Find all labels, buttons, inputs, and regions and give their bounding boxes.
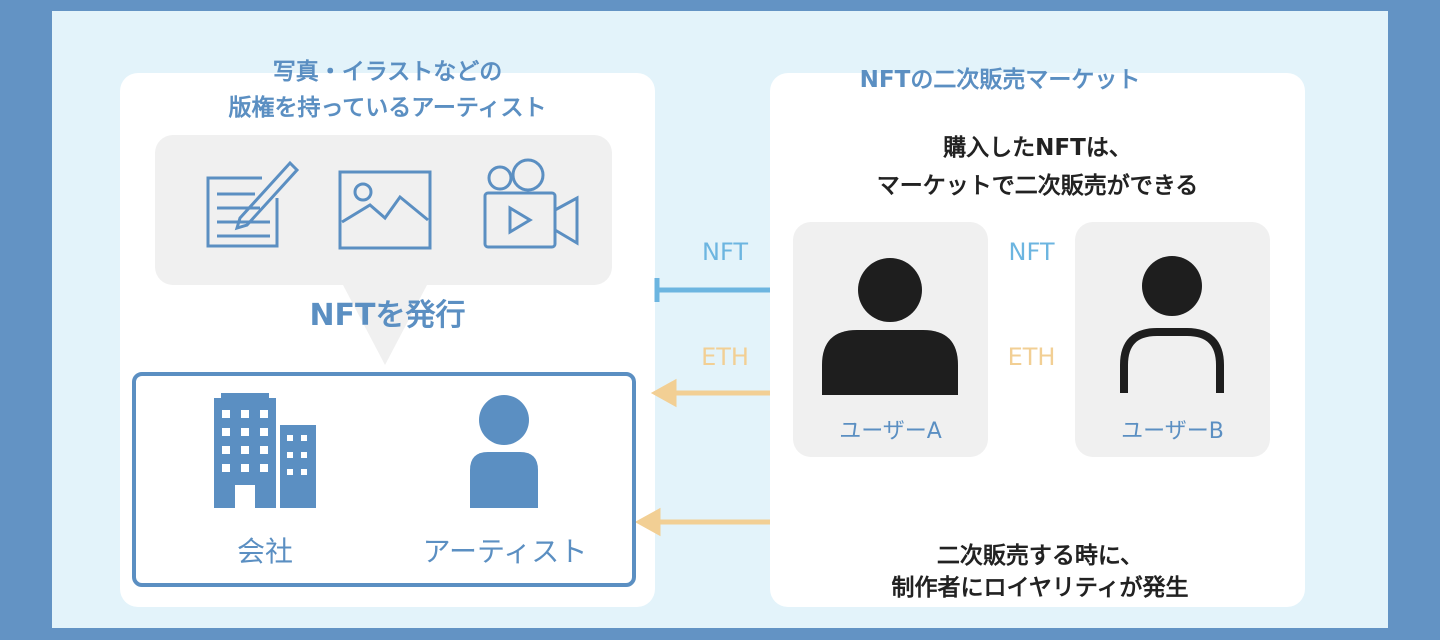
eth-label-1: ETH xyxy=(701,343,749,371)
nft-label-1: NFT xyxy=(702,238,748,266)
royalty-text-1: 二次販売する時に、 xyxy=(936,543,1144,569)
market-desc-1: 購入したNFTは、 xyxy=(943,135,1132,161)
artist-label: アーティスト xyxy=(422,535,588,568)
market-title: NFTの二次販売マーケット xyxy=(859,67,1141,93)
nft-label-2: NFT xyxy=(1008,238,1055,266)
artist-title-1: 写真・イラストなどの xyxy=(272,59,503,85)
artist-title-2: 版権を持っているアーティスト xyxy=(228,95,547,121)
issue-nft-label: NFTを発行 xyxy=(309,298,466,333)
royalty-text-2: 制作者にロイヤリティが発生 xyxy=(891,575,1189,601)
eth-label-2: ETH xyxy=(1007,343,1056,371)
company-label: 会社 xyxy=(236,535,293,568)
user-a-label: ユーザーA xyxy=(839,419,942,444)
user-b-label: ユーザーB xyxy=(1121,419,1224,444)
market-desc-2: マーケットで二次販売ができる xyxy=(876,173,1199,199)
works-box xyxy=(155,135,612,285)
